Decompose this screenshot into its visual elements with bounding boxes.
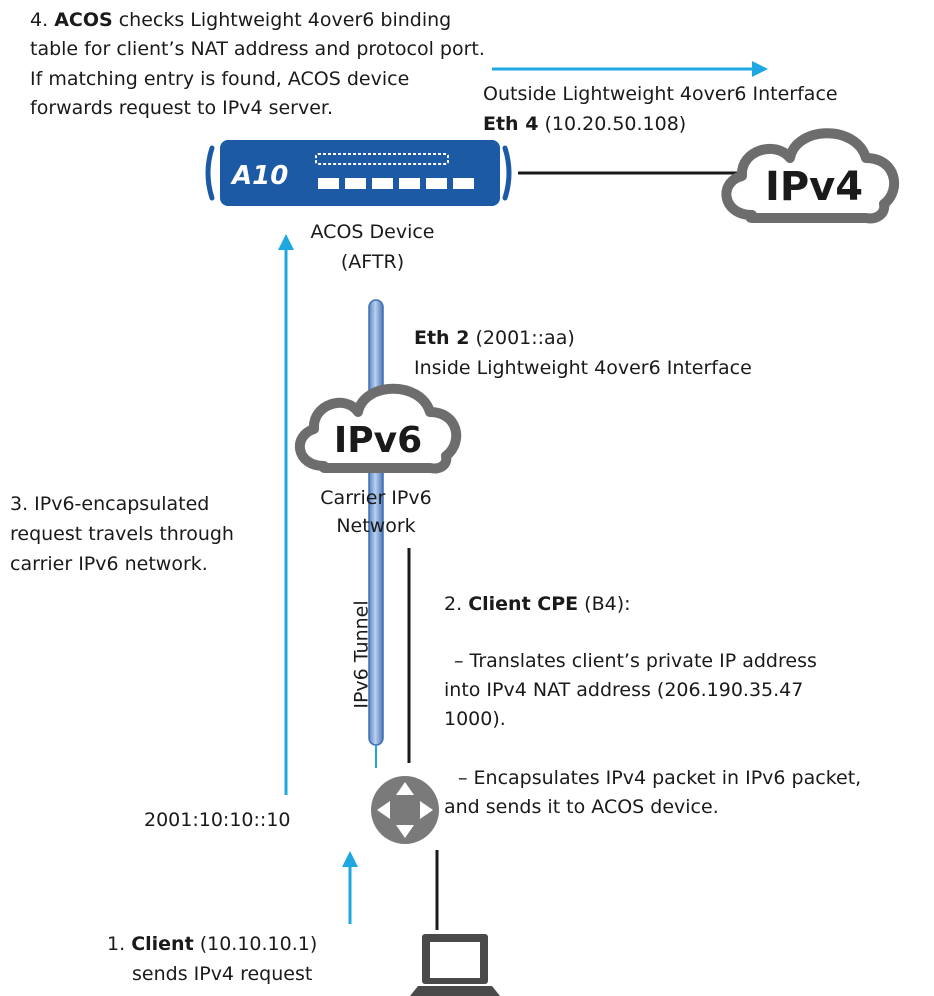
outside-interface-title: Outside Lightweight 4over6 Interface (483, 83, 838, 105)
step4-line1-rest: checks Lightweight 4over6 binding (118, 9, 452, 31)
outside-eth-name: Eth 4 (483, 113, 539, 135)
step2-bullet1-line1: – Translates client’s private IP address (454, 650, 817, 672)
step2-number: 2. (444, 593, 463, 615)
ipv4-cloud-icon: IPv4 (721, 128, 900, 224)
step3-line1: 3. IPv6-encapsulated (10, 493, 210, 515)
inside-eth-address: (2001::aa) (475, 327, 575, 349)
step1-address: (10.10.10.1) (199, 933, 318, 955)
step4-line3: If matching entry is found, ACOS device (30, 68, 410, 90)
step4-number: 4. (30, 9, 49, 31)
outbound-arrow (492, 61, 768, 77)
a10-logo: A10 (230, 161, 288, 191)
step3-line3: carrier IPv6 network. (10, 553, 208, 575)
router-icon (371, 776, 439, 844)
ipv4-cloud-label: IPv4 (765, 164, 863, 210)
acos-device-icon: A10 (205, 140, 512, 206)
inside-eth-name: Eth 2 (414, 327, 470, 349)
step4-line4: forwards request to IPv4 server. (30, 97, 334, 119)
outside-interface-eth: Eth 4 (10.20.50.108) (483, 110, 686, 139)
ipv6-cloud-label: IPv6 (334, 420, 422, 461)
device-label-line2: (AFTR) (340, 251, 405, 273)
step1-bold-client: Client (131, 933, 194, 955)
client-ipv6-address: 2001:10:10::10 (144, 809, 291, 831)
step2-bullet2-line1: – Encapsulates IPv4 packet in IPv6 packe… (458, 767, 862, 789)
ipv6-cloud-icon: IPv6 (294, 383, 462, 474)
laptop-icon (410, 934, 500, 996)
carrier-network-line1: Carrier IPv6 (320, 487, 432, 509)
step4-bold-acos: ACOS (54, 9, 113, 31)
step2-bold-client-cpe: Client CPE (468, 593, 579, 615)
device-label-line1: ACOS Device (310, 221, 435, 243)
step1-line1: 1. Client (10.10.10.1) (107, 930, 317, 959)
step1-number: 1. (107, 933, 126, 955)
step2-bullet1-line2: into IPv4 NAT address (206.190.35.47 (444, 679, 804, 701)
step2-bullet2-line2: and sends it to ACOS device. (444, 796, 719, 818)
step4-line1: 4. ACOS checks Lightweight 4over6 bindin… (30, 6, 451, 35)
inside-interface-title: Inside Lightweight 4over6 Interface (414, 357, 752, 379)
step2-heading: 2. Client CPE (B4): (444, 590, 631, 619)
step3-arrow (278, 234, 294, 795)
carrier-network-line2: Network (336, 515, 416, 537)
step3-line2: request travels through (10, 523, 234, 545)
step2-bullet1-line3: 1000). (444, 708, 506, 730)
step2-rest: (B4): (584, 593, 631, 615)
step1-line2: sends IPv4 request (132, 963, 313, 985)
step4-line2: table for client’s NAT address and proto… (30, 38, 485, 60)
inside-interface-eth: Eth 2 (2001::aa) (414, 324, 575, 353)
outside-eth-address: (10.20.50.108) (544, 113, 687, 135)
ipv6-tunnel-label: IPv6 Tunnel (350, 600, 373, 709)
step1-arrow (342, 851, 358, 924)
